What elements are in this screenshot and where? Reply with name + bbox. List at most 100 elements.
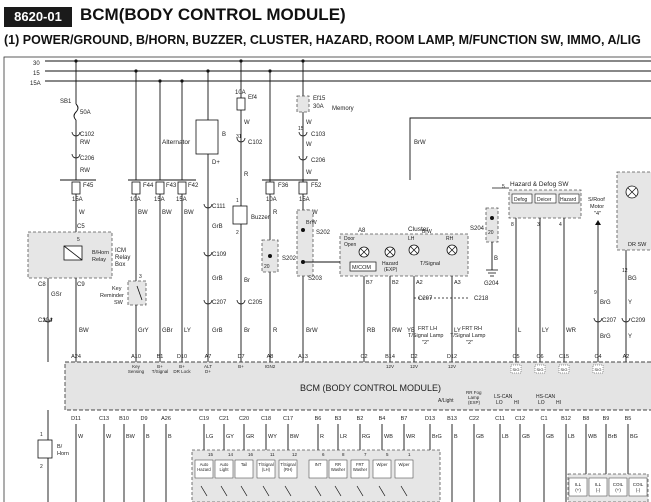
immo-coil-group: ILL(+)ILL(-)COIL(+)COIL(-) xyxy=(568,477,648,497)
bcm-bottom-pin-b6: B6 xyxy=(315,416,322,422)
key-reminder-label: Key Reminder SW xyxy=(100,286,125,306)
wire-ly-2: LY xyxy=(454,328,461,334)
fuse-f45-symbol xyxy=(71,181,81,195)
wire-brw-3: BrW xyxy=(306,328,318,334)
fuse-f44-amp: 10A xyxy=(130,197,141,203)
cluster-pin-b7: B7 xyxy=(366,280,373,286)
pin-20-b: 20 xyxy=(488,230,494,236)
bcm-top-pin-label-a10-line: Sensing xyxy=(128,369,145,374)
mf-switch-contact xyxy=(220,485,228,497)
door-open-1: Door xyxy=(344,236,355,242)
bcm-top-pin-c4: C4 xyxy=(594,354,601,360)
mf-switch-label: Tail xyxy=(241,462,247,467)
sroof-2: Motor xyxy=(590,204,604,210)
sig-box xyxy=(510,364,522,374)
b-horn-label: B/ Horn xyxy=(57,444,69,457)
ls-can-1: LS-CAN xyxy=(494,394,513,400)
bcm-label-ls-can: LS-CAN LO xyxy=(494,394,514,406)
wire-wr: WR xyxy=(566,328,577,334)
lamp-x8 xyxy=(448,246,456,254)
mf-switch-label: Wiper xyxy=(399,462,411,467)
rr-fog-3: (EXP) xyxy=(468,400,481,405)
mf-switch-cell xyxy=(394,459,414,479)
mf-switch-label-line: T/Signal xyxy=(258,462,273,467)
bcm-top-pin-c2: C2 xyxy=(360,354,367,360)
wire-rb: RB xyxy=(367,328,375,334)
connector-c206-right-symbol xyxy=(298,155,308,161)
wire-bw-2: BW xyxy=(138,210,148,216)
bcm-top-pin-d7: D7 xyxy=(237,354,244,360)
wire-w-4: W xyxy=(306,142,312,148)
fuse-f52-label: F52 xyxy=(311,183,322,189)
bhorn-relay-label: B/Horn Relay xyxy=(92,250,111,263)
bcm-bottom-pin-c17: C17 xyxy=(283,416,293,422)
wire-y-2: Y xyxy=(628,334,632,340)
bcm-top-pin-c15: C15 xyxy=(559,354,569,360)
connector-c8: C8 xyxy=(38,282,46,288)
alternator-label: Alternator xyxy=(162,139,191,146)
rail-label-15: 15 xyxy=(33,71,40,77)
alternator-d-pin: D+ xyxy=(212,160,220,166)
cluster-pin-a2: A2 xyxy=(416,280,423,286)
icm-label-2: Relay xyxy=(115,255,130,261)
bcm-top-pin-a13: A13 xyxy=(298,354,308,360)
mf-switch-pin: 14 xyxy=(228,452,234,457)
connector-c111: C111 xyxy=(212,204,226,210)
connector-c9: C9 xyxy=(77,282,85,288)
sig-label: SIG xyxy=(595,367,602,372)
bottom-wire-color: RG xyxy=(362,434,370,440)
connector-c205-symbol xyxy=(236,299,246,305)
bottom-wire-color: GY xyxy=(226,434,234,440)
bcm-top-pin-d12: D12 xyxy=(447,354,457,360)
bcm-module-title: BCM (BODY CONTROL MODULE) xyxy=(300,383,441,393)
wire-w-1: W xyxy=(79,210,85,216)
wire-rw-1: RW xyxy=(80,140,90,146)
bcm-top-pin-label-b14-line: 12V xyxy=(386,364,394,369)
cluster-door-open: Door Open xyxy=(344,236,356,248)
wire-gry: GrY xyxy=(138,328,149,334)
connector-c207-mid-symbol xyxy=(203,299,213,305)
bcm-top-pin-label-d10-line: DR Lock xyxy=(173,369,191,374)
mf-switch-pin: 8 xyxy=(342,452,345,457)
bcm-top-pin-b1: B1 xyxy=(157,354,164,360)
mf-switch-pin: 5 xyxy=(386,452,389,457)
key-reminder-1: Key xyxy=(112,286,122,292)
mf-switch-label-line: FRT xyxy=(356,462,365,467)
mf-switch-cell xyxy=(214,459,234,479)
bcm-top-pin-label-d10: B+DR Lock xyxy=(173,364,191,374)
bottom-wire-color: LB xyxy=(568,434,575,440)
sig-label: SIG xyxy=(513,367,520,372)
wire-r-2: R xyxy=(273,210,278,216)
wire-ly-1: LY xyxy=(184,328,191,334)
s202-s203-splice-box xyxy=(296,209,314,277)
fuse-f52-amp: 15A xyxy=(299,197,310,203)
ground-g204-symbol xyxy=(486,269,498,277)
wire-br-1: Br xyxy=(244,278,250,284)
hazard-exp-2: (EXP) xyxy=(384,267,398,273)
bcm-label-ls-hi: HI xyxy=(514,400,519,406)
icm-relay-label: ICM Relay Box xyxy=(115,248,132,268)
wire-brw-2: BrW xyxy=(306,220,318,226)
bcm-bottom-pin-d9: D9 xyxy=(140,416,147,422)
mf-switch-pin: 12 xyxy=(292,452,298,457)
bcm-bottom-pin-b9: B9 xyxy=(603,416,610,422)
wiring-diagram: 30 15 15A SB1 50A C102 RW C206 RW F45 15… xyxy=(3,56,651,502)
bcm-top-pin-label-d7: B+ xyxy=(238,364,244,369)
fuse-sb1-label: SB1 xyxy=(60,99,72,105)
bcm-top-pin-label-d7-line: B+ xyxy=(238,364,244,369)
pin-b-horn-2: 2 xyxy=(40,464,43,470)
hs-can-1: HS-CAN xyxy=(536,394,556,400)
splice-s203: S203 xyxy=(308,276,323,282)
immo-label: COIL(-) xyxy=(633,482,644,493)
bcm-top-pin-a10: A10 xyxy=(131,354,141,360)
bhorn-relay-label-1: B/Horn xyxy=(92,250,109,256)
frt-rh-tsignal-lamp: FRT RH T/Signal Lamp "2" xyxy=(450,326,487,346)
mf-switch-contact xyxy=(200,485,208,497)
immo-label-line: COIL xyxy=(633,482,644,487)
bottom-wire-color: WB xyxy=(588,434,597,440)
connector-c207-cluster: C207 xyxy=(418,296,433,302)
bcm-top-pin-a2: A2 xyxy=(623,354,630,360)
immo-label-line: ILL xyxy=(575,482,582,487)
pin-hazard-sw-5: 5 xyxy=(502,184,505,190)
